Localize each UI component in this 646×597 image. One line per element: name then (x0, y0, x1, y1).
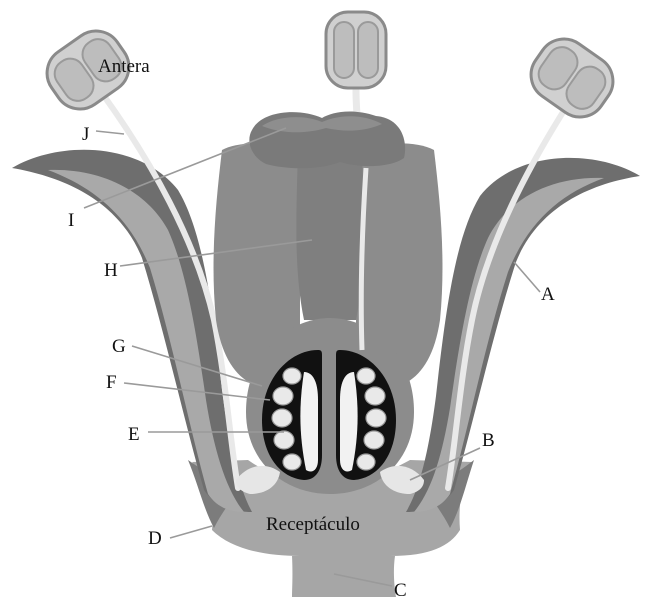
label-g: G (112, 336, 126, 357)
label-f: F (106, 372, 117, 393)
label-c: C (394, 580, 407, 597)
ovule (366, 409, 386, 427)
ovule (357, 454, 375, 470)
label-j: J (82, 124, 89, 145)
label-antera: Antera (98, 56, 150, 77)
anther-right (521, 29, 623, 127)
anther-center (326, 12, 386, 88)
leader-j (96, 131, 124, 134)
label-b: B (482, 430, 495, 451)
label-h: H (104, 260, 118, 281)
label-i: I (68, 210, 74, 231)
ovule (364, 431, 384, 449)
label-d: D (148, 528, 162, 549)
ovule (272, 409, 292, 427)
ovule (365, 387, 385, 405)
ovule (274, 431, 294, 449)
label-receptaculo: Receptáculo (266, 514, 360, 535)
ovule (283, 368, 301, 384)
ovule (357, 368, 375, 384)
leader-d (170, 526, 212, 538)
style (296, 150, 363, 320)
leader-a (514, 262, 540, 292)
ovule (273, 387, 293, 405)
ovule (283, 454, 301, 470)
label-e: E (128, 424, 140, 445)
label-a: A (541, 284, 555, 305)
pistil (214, 112, 443, 494)
